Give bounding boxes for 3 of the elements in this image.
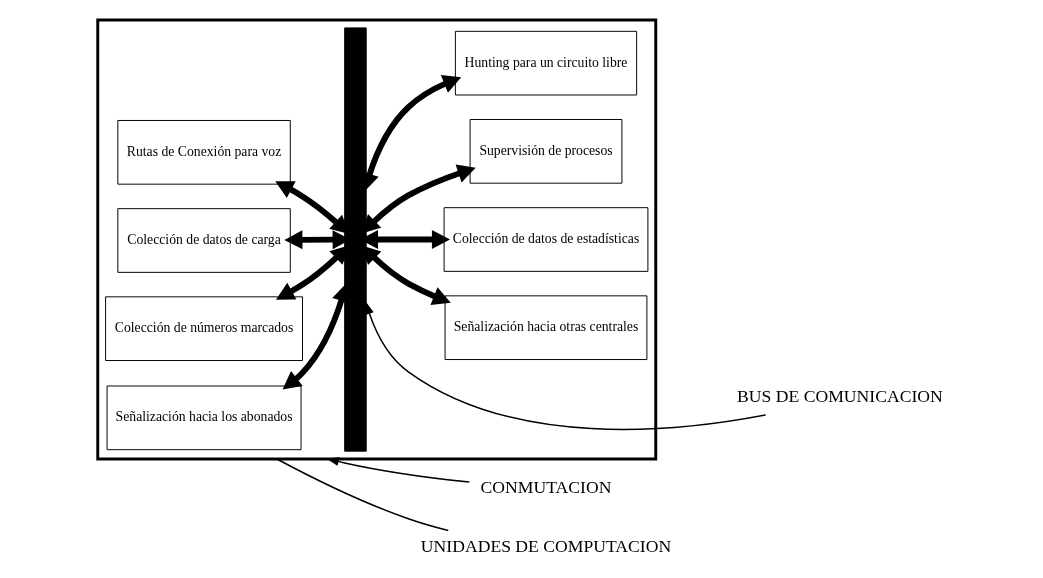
node-text: UNIDADES DE COMPUTACION xyxy=(420,536,671,557)
node-text: CONMUTACION xyxy=(480,476,611,497)
node-text: BUS DE COMUNICACION xyxy=(736,385,943,406)
